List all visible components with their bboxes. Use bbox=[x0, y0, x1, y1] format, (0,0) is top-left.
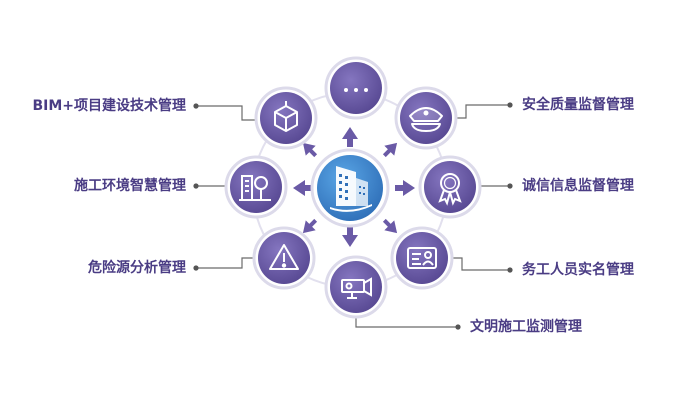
direction-arrows bbox=[293, 127, 415, 247]
connector-labor bbox=[445, 257, 510, 271]
surveillance-camera-icon bbox=[341, 277, 372, 299]
arrow-up bbox=[342, 127, 358, 147]
label-safety: 安全质量监督管理 bbox=[522, 97, 634, 113]
arrow-right bbox=[395, 180, 415, 196]
label-risk: 危险源分析管理 bbox=[88, 260, 186, 276]
connector-bim bbox=[196, 105, 256, 121]
node-more[interactable] bbox=[324, 56, 388, 120]
arrow-down bbox=[342, 227, 358, 247]
node-labor[interactable] bbox=[390, 226, 454, 290]
node-bim[interactable] bbox=[254, 86, 318, 150]
arrow-down-left bbox=[302, 218, 318, 234]
label-environment: 施工环境智慧管理 bbox=[74, 178, 186, 194]
node-civilized[interactable] bbox=[324, 255, 388, 319]
police-cap-icon bbox=[409, 107, 443, 132]
node-integrity[interactable] bbox=[418, 155, 482, 219]
arrow-up-right bbox=[382, 142, 398, 158]
3d-cube-icon bbox=[274, 101, 298, 132]
award-badge-icon bbox=[438, 173, 462, 206]
label-labor: 务工人员实名管理 bbox=[522, 262, 634, 278]
node-risk[interactable] bbox=[252, 226, 316, 290]
node-environment[interactable] bbox=[224, 155, 288, 219]
office-building-icon bbox=[330, 166, 372, 212]
center-node bbox=[310, 148, 390, 228]
id-card-icon bbox=[407, 247, 437, 269]
warning-triangle-icon bbox=[269, 244, 299, 270]
label-bim: BIM+项目建设技术管理 bbox=[32, 98, 186, 114]
arrow-left bbox=[293, 180, 313, 196]
city-tree-icon bbox=[239, 175, 271, 201]
connector-risk bbox=[196, 257, 256, 269]
node-safety[interactable] bbox=[394, 86, 458, 150]
arrow-up-left bbox=[302, 142, 318, 158]
arrow-down-right bbox=[382, 218, 398, 234]
more-dots-icon bbox=[344, 88, 368, 92]
label-integrity: 诚信信息监督管理 bbox=[522, 178, 634, 194]
label-civilized: 文明施工监测管理 bbox=[470, 319, 582, 335]
